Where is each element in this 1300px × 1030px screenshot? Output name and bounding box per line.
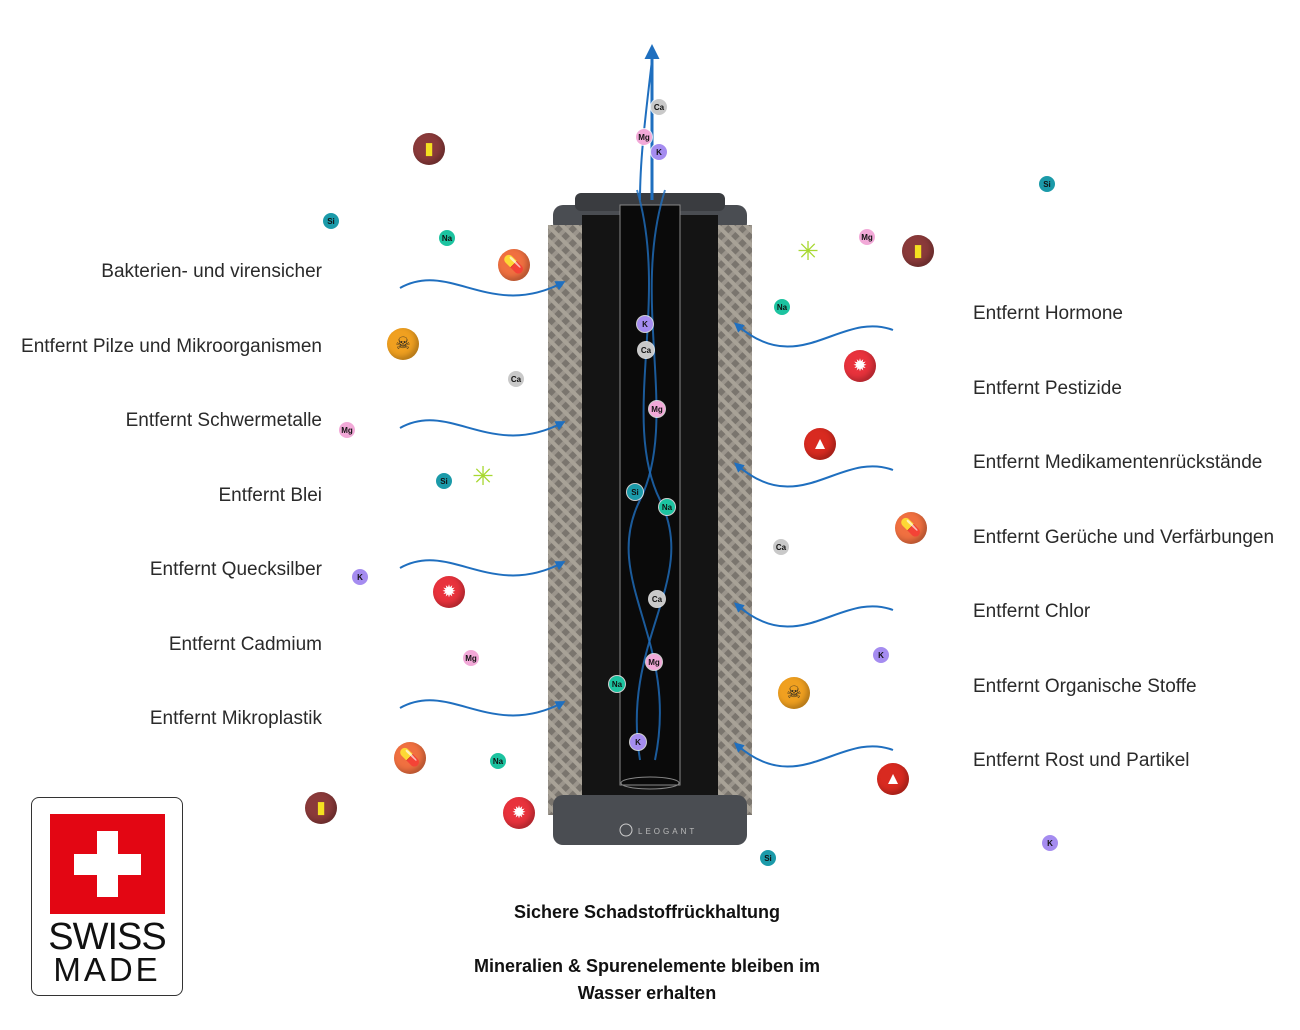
made-text: MADE <box>53 951 161 988</box>
mineral-k-badge: K <box>651 144 667 160</box>
right-feature-label: Entfernt Gerüche und Verfärbungen <box>973 526 1275 548</box>
mineral-na-badge: Na <box>659 499 675 515</box>
left-feature-label: Bakterien- und virensicher <box>101 261 322 282</box>
virus-icon: ✹ <box>844 350 876 382</box>
rust-icon: ▲ <box>804 428 836 460</box>
bottle-icon: ▮ <box>413 133 445 165</box>
left-feature-label: Entfernt Mikroplastik <box>149 708 322 729</box>
right-feature-label: Entfernt Pestizide <box>973 377 1122 399</box>
bottle-icon: ▮ <box>902 235 934 267</box>
mineral-na-badge: Na <box>490 753 506 769</box>
pill-icon: 💊 <box>895 512 927 544</box>
right-feature-label: Entfernt Hormone <box>973 303 1123 324</box>
mineral-k-badge: K <box>873 647 889 663</box>
virus-icon: ✹ <box>503 797 535 829</box>
skull-icon: ☠ <box>778 677 810 709</box>
right-feature-label: Entfernt Organische Stoffe <box>973 675 1197 697</box>
mineral-ca-badge: Ca <box>773 539 789 555</box>
mineral-mg-badge: Mg <box>646 654 662 670</box>
swiss-flag-icon <box>50 814 165 914</box>
filter-brand: LEOGANT <box>638 827 697 836</box>
mineral-ca-badge: Ca <box>651 99 667 115</box>
mineral-mg-badge: Mg <box>463 650 479 666</box>
mineral-si-badge: Si <box>323 213 339 229</box>
left-feature-label: Entfernt Blei <box>218 484 323 506</box>
mineral-ca-badge: Ca <box>638 342 654 358</box>
germ-icon: ✳ <box>797 235 819 266</box>
pill-icon: 💊 <box>498 249 530 281</box>
left-feature-label: Entfernt Cadmium <box>168 633 322 655</box>
mineral-k-badge: K <box>637 316 653 332</box>
left-feature-label: Entfernt Schwermetalle <box>125 410 322 431</box>
swiss-made-badge: SWISS MADE <box>31 797 183 996</box>
mineral-na-badge: Na <box>439 230 455 246</box>
mineral-k-badge: K <box>1042 835 1058 851</box>
mineral-mg-badge: Mg <box>649 401 665 417</box>
pill-icon: 💊 <box>394 742 426 774</box>
right-feature-label: Entfernt Medikamentenrückstände <box>973 452 1263 473</box>
caption-minerals: Mineralien & Spurenelemente bleiben im W… <box>473 956 821 1003</box>
right-feature-label: Entfernt Chlor <box>973 601 1091 622</box>
right-feature-label: Entfernt Rost und Partikel <box>973 750 1190 771</box>
mineral-k-badge: K <box>630 734 646 750</box>
caption-retention: Sichere Schadstoffrückhaltung <box>513 902 781 922</box>
mineral-mg-badge: Mg <box>636 129 652 145</box>
skull-icon: ☠ <box>387 328 419 360</box>
swiss-text: SWISS <box>48 916 166 958</box>
mineral-si-badge: Si <box>760 850 776 866</box>
mineral-si-badge: Si <box>436 473 452 489</box>
rust-icon: ▲ <box>877 763 909 795</box>
virus-icon: ✹ <box>433 576 465 608</box>
bottle-icon: ▮ <box>305 792 337 824</box>
mineral-si-badge: Si <box>1039 176 1055 192</box>
mineral-k-badge: K <box>352 569 368 585</box>
filter-cartridge <box>548 193 752 845</box>
mineral-mg-badge: Mg <box>859 229 875 245</box>
mineral-si-badge: Si <box>627 484 643 500</box>
mineral-ca-badge: Ca <box>649 591 665 607</box>
mineral-na-badge: Na <box>609 676 625 692</box>
germ-icon: ✳ <box>472 460 494 491</box>
mineral-na-badge: Na <box>774 299 790 315</box>
left-feature-label: Entfernt Pilze und Mikroorganismen <box>21 335 322 357</box>
mineral-ca-badge: Ca <box>508 371 524 387</box>
left-feature-label: Entfernt Quecksilber <box>149 559 322 580</box>
mineral-mg-badge: Mg <box>339 422 355 438</box>
